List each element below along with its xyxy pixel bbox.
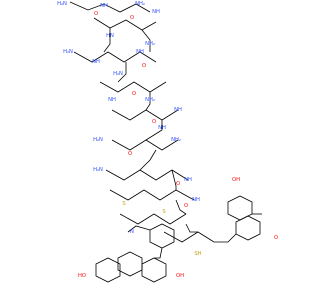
atom-label-o: O [94, 11, 98, 17]
atom-label-oh: OH [176, 273, 184, 279]
atom-label-oh: OH [232, 177, 240, 183]
atom-label-o: O [184, 203, 188, 209]
bond-lines [69, 1, 262, 283]
atom-label-nh2: NH₂ [145, 97, 155, 103]
atom-label-s: S [162, 209, 165, 215]
atom-label-h2n: H₂N [113, 71, 123, 77]
atom-label-nh2: NH₂ [145, 41, 155, 47]
molecule-structure-diagram: H₂N NH NH₂ NH HN H₂N NH NH₂ NH H₂N NH₂ N… [57, 1, 278, 283]
atom-label-h2n: H₂N [63, 49, 73, 55]
atom-label-ho: HO [78, 273, 86, 279]
atom-label-nh2: NH₂ [171, 137, 181, 143]
atom-label-nh: NH [192, 197, 200, 203]
atom-label-o: O [274, 235, 278, 241]
atom-label-o: O [128, 151, 132, 157]
atom-label-nh2: NH₂ [135, 1, 145, 7]
atom-label-nh: NH [174, 107, 182, 113]
atom-label-hn: HN [106, 33, 114, 39]
atom-label-h2n: H₂N [93, 137, 103, 143]
atom-label-s: S [122, 201, 125, 207]
atom-labels: H₂N NH NH₂ NH HN H₂N NH NH₂ NH H₂N NH₂ N… [57, 1, 278, 279]
atom-label-nh: NH [108, 97, 116, 103]
atom-label-o: O [152, 119, 156, 125]
atom-label-nh: NH [100, 3, 108, 9]
atom-label-o: O [132, 91, 136, 97]
atom-label-n: N [130, 229, 134, 235]
atom-label-nh: NH [184, 177, 192, 183]
atom-label-amine: H₂N [57, 1, 67, 7]
atom-label-h2n: H₂N [93, 167, 103, 173]
atom-label-nh: NH [152, 9, 160, 15]
atom-label-o: O [142, 63, 146, 69]
molecule-svg: H₂N NH NH₂ NH HN H₂N NH NH₂ NH H₂N NH₂ N… [57, 1, 278, 283]
atom-label-o: O [130, 15, 134, 21]
atom-label-o: O [176, 181, 180, 187]
atom-label-nh: NH [92, 59, 100, 65]
atom-label-nh: NH [136, 49, 144, 55]
atom-label-sh: SH [194, 251, 201, 257]
atom-label-nh: NH [158, 125, 166, 131]
